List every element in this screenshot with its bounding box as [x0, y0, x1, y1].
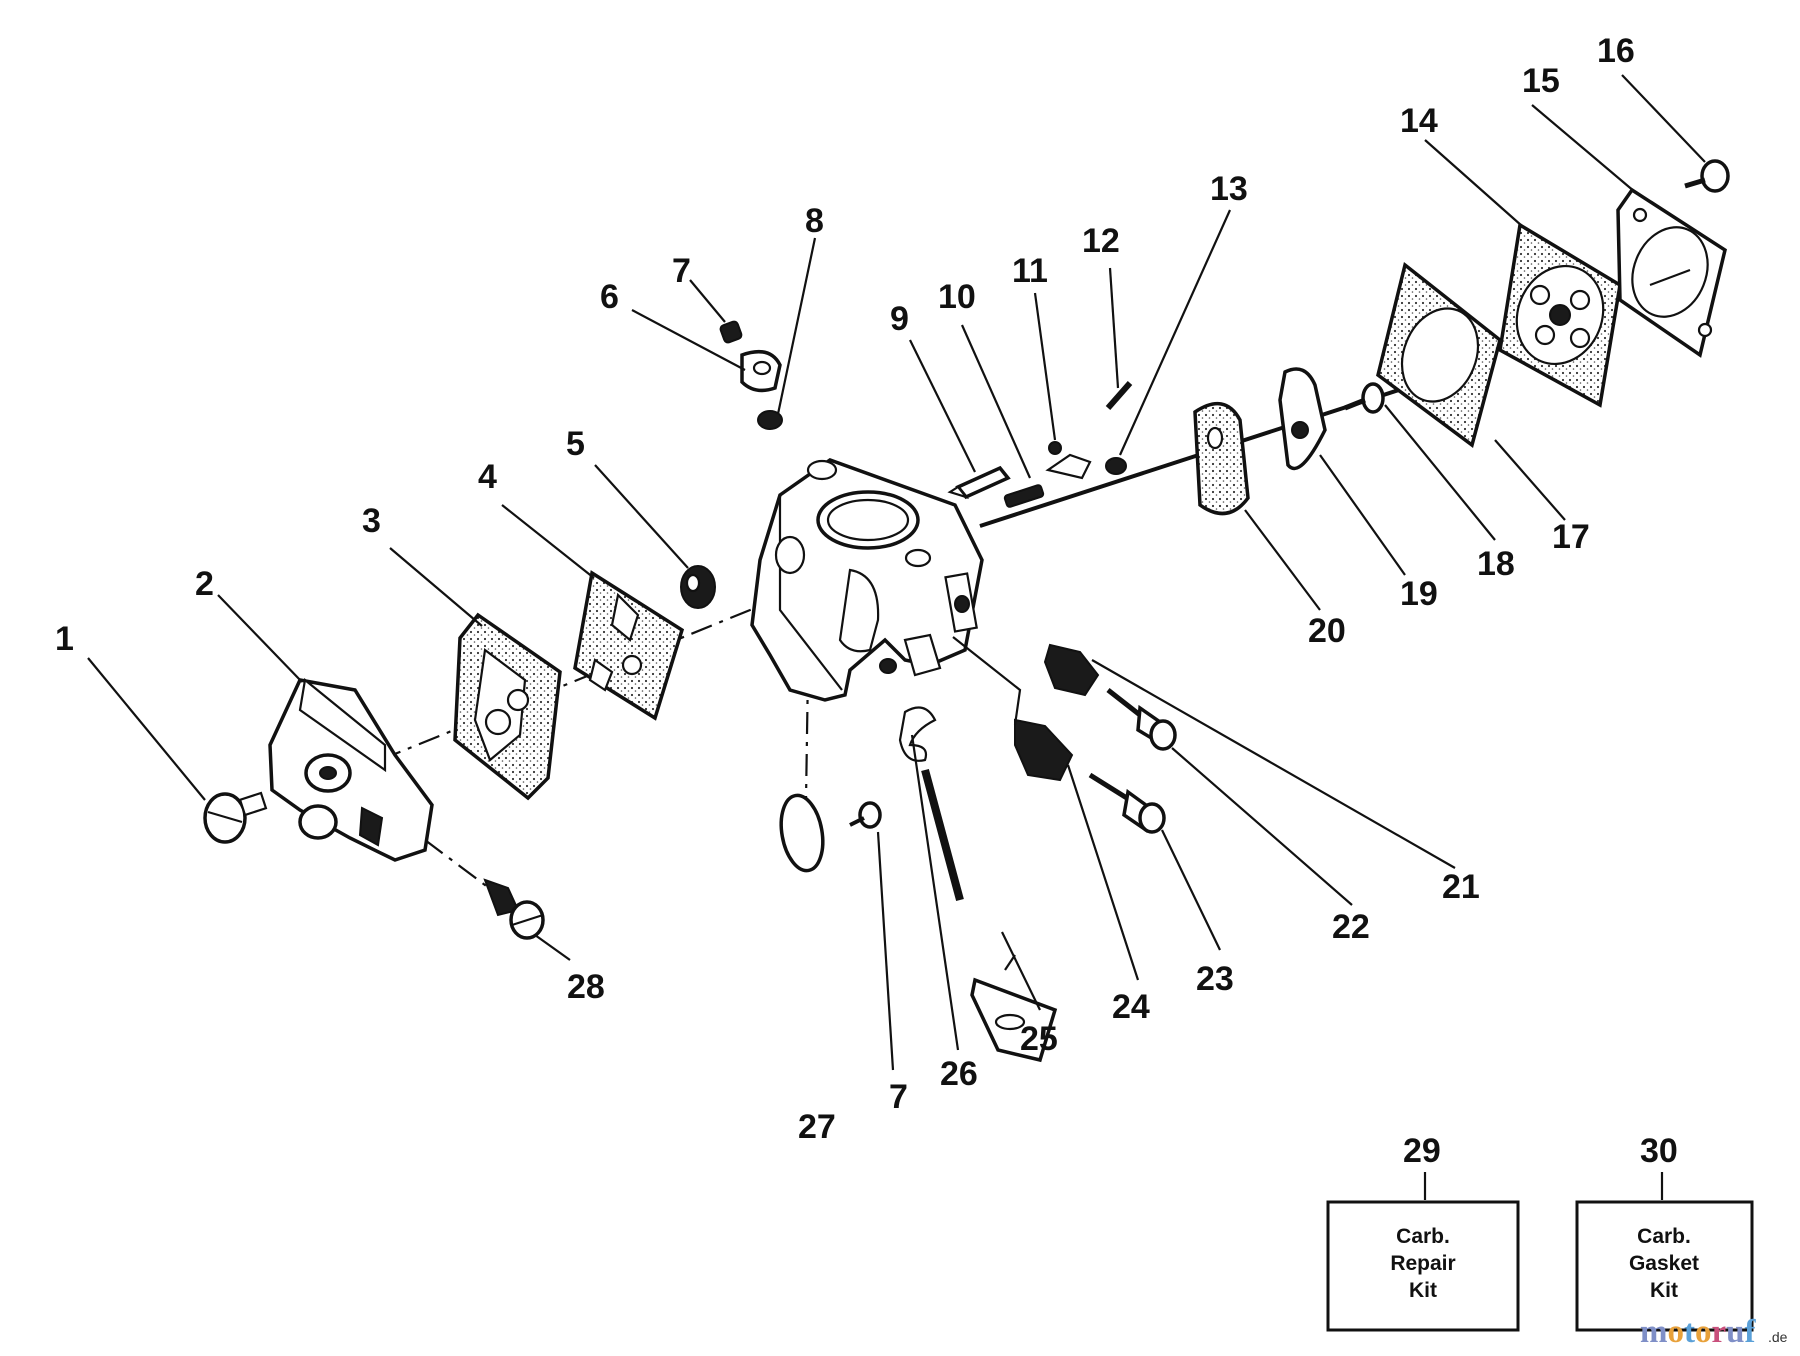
callout-13: 13 — [1210, 170, 1248, 208]
callout-9: 9 — [890, 300, 909, 338]
kit-30-number: 30 — [1640, 1132, 1678, 1170]
part-16-screw — [1684, 159, 1730, 193]
callout-5: 5 — [566, 425, 585, 463]
motoruf-watermark-logo: motoruf .de — [1640, 1314, 1788, 1350]
part-23-24-mixture-needle-low — [1014, 718, 1166, 834]
part-4-diaphragm — [573, 570, 685, 721]
carburetor-body — [750, 458, 984, 702]
callout-4: 4 — [478, 458, 497, 496]
leader-lines — [87, 74, 1706, 1200]
part-25-26-throttle-lever — [898, 706, 1058, 1063]
callout-12: 12 — [1082, 222, 1120, 260]
kit-29-line-3: Kit — [1409, 1279, 1437, 1302]
callout-7-upper: 7 — [672, 252, 691, 290]
callout-3: 3 — [362, 502, 381, 540]
kit-29-carb-repair-kit: 29 Carb. Repair Kit — [1326, 1132, 1520, 1332]
part-19-lever — [1278, 367, 1327, 471]
part-1-screw — [203, 791, 268, 844]
callout-17: 17 — [1552, 518, 1590, 556]
callout-16: 16 — [1597, 32, 1635, 70]
watermark-brand: motoruf — [1640, 1314, 1757, 1350]
kit-30-carb-gasket-kit: 30 Carb. Gasket Kit — [1575, 1132, 1754, 1332]
callout-8: 8 — [805, 202, 824, 240]
kit-29-number: 29 — [1403, 1132, 1441, 1170]
part-21-22-mixture-needle-high — [1043, 643, 1177, 751]
part-2-pump-cover — [268, 677, 434, 862]
callout-24: 24 — [1112, 988, 1150, 1026]
part-15-cover — [1616, 187, 1727, 358]
callout-2: 2 — [195, 565, 214, 603]
kit-30-line-3: Kit — [1650, 1279, 1678, 1302]
callout-22: 22 — [1332, 908, 1370, 946]
part-7-screw-lower — [849, 801, 882, 829]
callout-28: 28 — [567, 968, 605, 1006]
part-27-throttle-plate — [779, 793, 825, 873]
watermark-tld: .de — [1768, 1329, 1788, 1345]
part-3-gasket — [453, 612, 562, 801]
part-17-gasket — [1376, 261, 1502, 448]
callout-19: 19 — [1400, 575, 1438, 613]
callout-1: 1 — [55, 620, 74, 658]
callout-27: 27 — [798, 1108, 836, 1146]
callout-14: 14 — [1400, 102, 1438, 140]
callout-23: 23 — [1196, 960, 1234, 998]
callout-18: 18 — [1477, 545, 1515, 583]
part-5-filter-screen — [680, 565, 716, 609]
part-20-metering-plate — [1193, 402, 1250, 516]
callout-labels: 1 2 3 4 5 6 7 8 9 10 11 12 13 14 15 16 1… — [55, 32, 1635, 1146]
kit-30-line-1: Carb. — [1637, 1225, 1691, 1248]
part-6-7-8-fitting — [719, 320, 783, 430]
callout-15: 15 — [1522, 62, 1560, 100]
callout-10: 10 — [938, 278, 976, 316]
part-14-diaphragm — [1498, 222, 1622, 408]
callout-21: 21 — [1442, 868, 1480, 906]
kit-29-line-2: Repair — [1390, 1252, 1455, 1275]
callout-26: 26 — [940, 1055, 978, 1093]
callout-20: 20 — [1308, 612, 1346, 650]
callout-7-lower: 7 — [889, 1078, 908, 1116]
part-28-screw — [483, 878, 545, 940]
kit-30-line-2: Gasket — [1629, 1252, 1699, 1275]
part-18-screw — [1344, 382, 1385, 414]
callout-6: 6 — [600, 278, 619, 316]
callout-25: 25 — [1020, 1020, 1058, 1058]
kit-29-line-1: Carb. — [1396, 1225, 1450, 1248]
callout-11: 11 — [1012, 252, 1048, 290]
